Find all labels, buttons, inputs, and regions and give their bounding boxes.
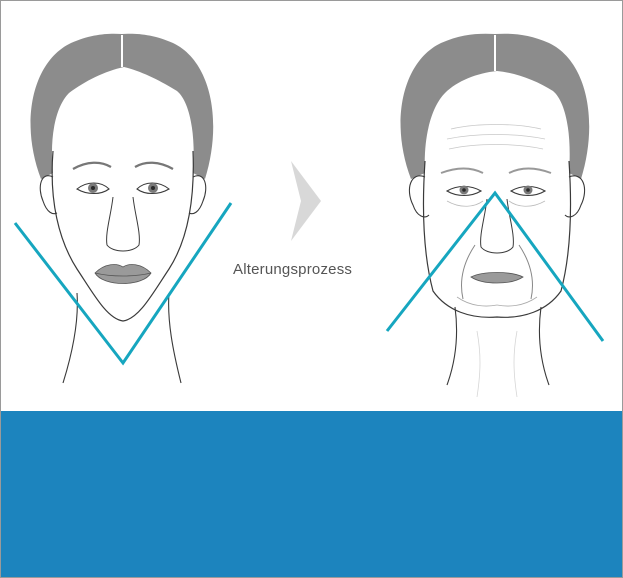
old-neck-left — [447, 307, 457, 385]
illustration-canvas — [1, 1, 622, 411]
old-right-brow — [509, 169, 551, 174]
caption-label: Alterungsprozess — [233, 261, 352, 278]
young-face — [15, 34, 231, 383]
young-neck-left — [63, 293, 77, 383]
old-face — [387, 34, 603, 397]
blue-footer-band — [1, 411, 622, 577]
young-lips — [95, 265, 151, 284]
chevron-right-arrow — [291, 161, 321, 241]
old-left-ear — [409, 176, 429, 217]
old-face-outline — [423, 161, 570, 317]
young-nose — [107, 197, 140, 251]
aging-illustration: Alterungsprozess — [1, 1, 622, 411]
young-right-brow — [135, 163, 173, 169]
old-neck-right — [539, 307, 549, 385]
old-lips — [471, 273, 523, 284]
old-right-ear — [565, 176, 585, 217]
young-left-brow — [73, 163, 111, 169]
young-neck-right — [169, 293, 181, 383]
young-face-outline — [52, 151, 193, 321]
old-left-brow — [441, 169, 483, 174]
